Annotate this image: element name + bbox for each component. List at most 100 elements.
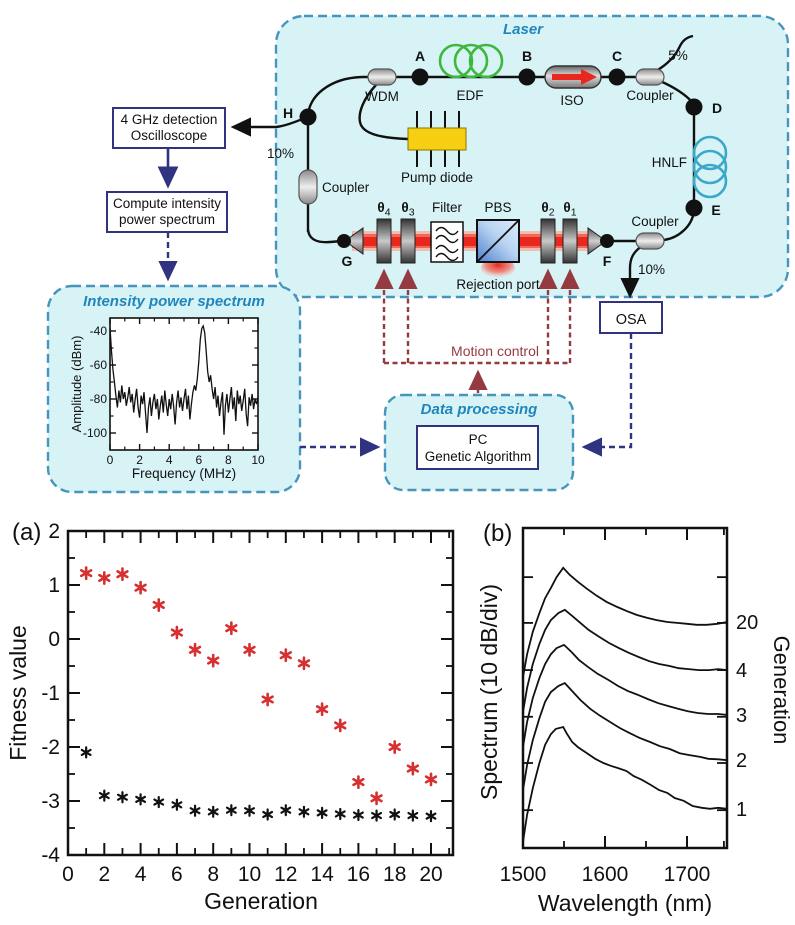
tick-label: 1 xyxy=(736,799,747,821)
tick-label: 0 xyxy=(107,453,114,467)
inset-trace xyxy=(109,324,259,435)
motion-control-lines: Motion control xyxy=(374,268,580,393)
filter-component xyxy=(430,221,464,263)
coupler-left-component xyxy=(298,169,318,205)
tick-label: 20 xyxy=(419,863,442,886)
iso-label: ISO xyxy=(560,93,583,108)
tick-label: 14 xyxy=(310,863,334,886)
tick-label: -1 xyxy=(41,682,60,705)
iso-component xyxy=(544,65,602,89)
intensity-panel-title: Intensity power spectrum xyxy=(83,293,265,310)
laser-title: Laser xyxy=(503,21,544,38)
tick-label: 2 xyxy=(136,453,143,467)
tick-label: 10 xyxy=(238,863,261,886)
hnlf-label: HNLF xyxy=(652,155,687,170)
tick-label: 10 xyxy=(251,453,265,467)
node-g-label: G xyxy=(342,253,353,269)
pc-line2: Genetic Algorithm xyxy=(425,449,532,464)
plot-b-ylabel: Spectrum (10 dB/div) xyxy=(476,584,502,800)
panel-b-label: (b) xyxy=(483,520,512,547)
tick-label: 4 xyxy=(166,453,173,467)
node-c-label: C xyxy=(612,48,622,64)
tick-label: 0 xyxy=(48,628,60,651)
plot-b-xlabel: Wavelength (nm) xyxy=(538,890,712,916)
waveplate-theta4 xyxy=(376,218,392,264)
tick-label: 2 xyxy=(48,520,60,543)
spectrum-curve-gen-2 xyxy=(522,682,728,791)
tick-label: 8 xyxy=(207,863,219,886)
tick-label: -2 xyxy=(41,736,60,759)
osa-label: OSA xyxy=(616,312,647,328)
collimator-g xyxy=(337,227,364,255)
tick-label: 18 xyxy=(383,863,406,886)
pbs-label: PBS xyxy=(484,200,511,215)
data-processing-panel: Data processing PC Genetic Algorithm xyxy=(383,393,575,492)
tick-label: -60 xyxy=(90,358,108,372)
filter-label: Filter xyxy=(432,200,463,215)
tick-label: -40 xyxy=(90,324,108,338)
tick-label: 0 xyxy=(62,863,74,886)
series-red-asterisks xyxy=(79,566,438,806)
wdm-label: WDM xyxy=(365,89,399,104)
pct10-left-label: 10% xyxy=(267,146,294,161)
pc-box xyxy=(416,425,539,470)
inset-xlabel: Frequency (MHz) xyxy=(132,466,236,481)
tick-label: 4 xyxy=(736,660,747,682)
pct10-right-label: 10% xyxy=(638,262,665,277)
tick-label: 1600 xyxy=(582,863,629,886)
node-d-label: D xyxy=(712,100,722,116)
series-black-asterisks xyxy=(80,746,437,823)
fiber-nodes xyxy=(299,68,703,217)
spectrum-curve-gen-1 xyxy=(522,725,728,843)
spectrum-curve-gen-3 xyxy=(522,643,728,748)
node-f-label: F xyxy=(603,253,612,269)
tick-label: 6 xyxy=(171,863,183,886)
compute-box xyxy=(106,191,228,233)
tick-label: 1500 xyxy=(500,863,547,886)
pump-diode-label: Pump diode xyxy=(401,170,473,185)
coupler-top-label: Coupler xyxy=(626,88,674,103)
osa-flow: OSA xyxy=(581,301,663,457)
plot-b-right-label: Generation xyxy=(769,636,794,745)
node-h-label: H xyxy=(283,105,293,121)
hnlf-coil xyxy=(692,135,728,199)
tick-label: -80 xyxy=(90,392,108,406)
tick-label: 3 xyxy=(736,705,747,727)
tick-label: 1700 xyxy=(664,863,711,886)
data-processing-title: Data processing xyxy=(421,401,538,418)
node-b-label: B xyxy=(522,48,532,64)
edf-label: EDF xyxy=(457,88,484,103)
oscilloscope-line2: Oscilloscope xyxy=(131,128,208,143)
edf-coil xyxy=(438,43,504,79)
spectrum-curve-gen-20 xyxy=(522,566,728,678)
tick-label: 6 xyxy=(195,453,202,467)
coupler-left-label: Coupler xyxy=(322,180,370,195)
spectrum-curve-gen-4 xyxy=(522,608,728,713)
waveplate-theta3 xyxy=(400,218,416,264)
theta1-label: θ1 xyxy=(563,200,576,219)
tick-label: -4 xyxy=(41,844,60,867)
coupler-right-component xyxy=(635,232,665,250)
wdm-component xyxy=(367,68,397,86)
theta3-label: θ3 xyxy=(401,200,414,219)
waveplate-theta2 xyxy=(540,218,556,264)
tick-label: -100 xyxy=(83,426,107,440)
theta2-label: θ2 xyxy=(541,200,554,219)
pump-diode xyxy=(407,111,467,167)
tick-label: 20 xyxy=(736,612,758,634)
pct5-label: 5% xyxy=(668,48,688,63)
collimator-f xyxy=(587,227,614,255)
tick-label: 2 xyxy=(98,863,110,886)
laser-panel: Laser Motion control xyxy=(230,14,790,393)
node-e-label: E xyxy=(711,202,720,218)
tick-label: 12 xyxy=(274,863,297,886)
compute-line2: power spectrum xyxy=(119,212,215,227)
rejection-port-label: Rejection port xyxy=(456,277,540,292)
pbs-component xyxy=(476,219,520,278)
coupler-right-label: Coupler xyxy=(631,214,679,229)
